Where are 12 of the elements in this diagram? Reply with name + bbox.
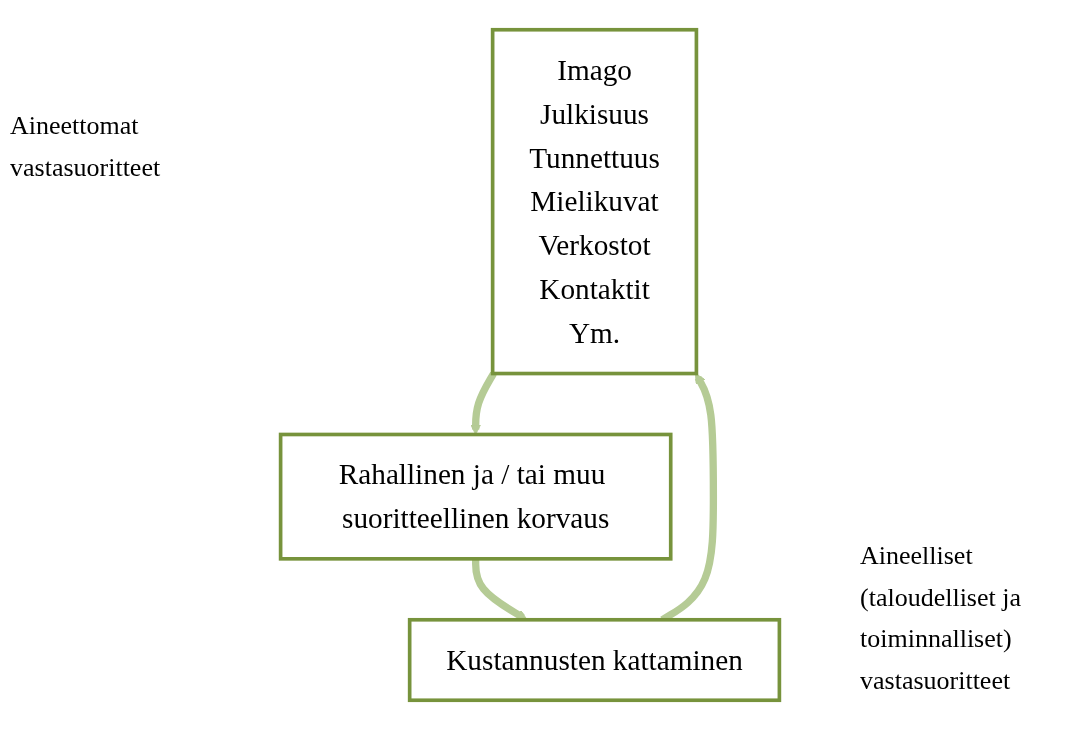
outer-label: Aineelliset (taloudelliset ja toiminnalliset) vastasuoritteet [860,540,1022,697]
node-label: Verkostot [538,229,651,262]
sector-box: Imago Julkisuus Tunnettuus Mielikuvat Verkostot Kontaktit Ym. [490,27,699,376]
node-label: Mielikuvat [530,185,659,218]
node-label: Imago [557,54,632,86]
node-label: Tunnettuus [529,141,660,174]
node-label: Kontaktit [539,273,650,306]
node-label: Julkisuus [540,98,649,130]
sector-box: Kustannusten kattaminen [407,617,782,703]
outer-label: Aineettomat vastasuoritteet [10,110,162,184]
sector-box: Rahallinen ja / tai muu suoritteellinen korvaus [278,432,673,561]
node-label: Ym. [568,317,621,350]
